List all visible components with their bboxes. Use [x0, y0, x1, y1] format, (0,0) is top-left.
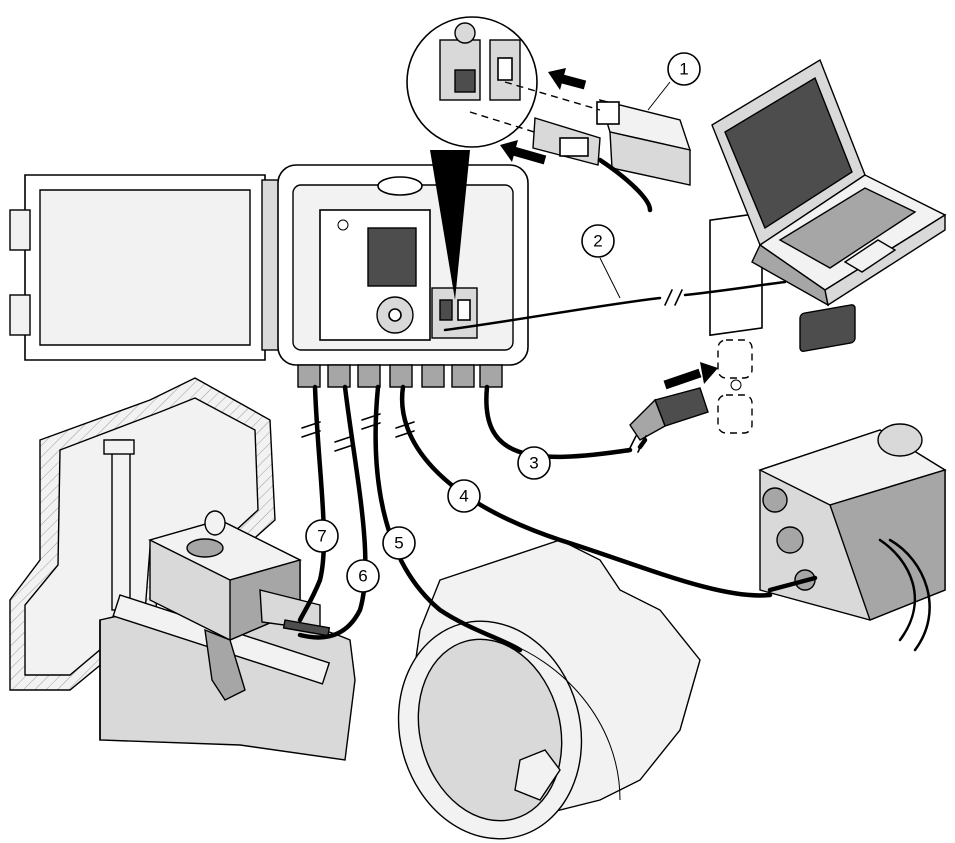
callout-7-label: 7 [317, 527, 326, 546]
callout-6-label: 6 [358, 567, 367, 586]
callout-4: 4 [447, 479, 481, 513]
power-plug-icon [629, 387, 709, 441]
cable-breaks [301, 289, 683, 453]
callout-2-label: 2 [593, 232, 602, 251]
callout-5-label: 5 [394, 534, 403, 553]
cables [297, 157, 818, 653]
callout-1: 1 [647, 52, 701, 111]
callout-3: 3 [517, 446, 551, 480]
pipe-icon [397, 539, 701, 840]
manhole-wall [9, 377, 276, 691]
callout-1-label: 1 [679, 60, 688, 79]
laptop-icon [711, 58, 947, 307]
usb-guide-line [504, 81, 601, 111]
callout-2: 2 [581, 224, 621, 299]
callout-4-label: 4 [459, 487, 468, 506]
arrow-icon [663, 368, 702, 390]
flume-sensor-icon [103, 439, 331, 701]
usb-drive-icon [596, 99, 692, 186]
usb-port-detail [406, 16, 538, 300]
arrow-icon [500, 140, 518, 162]
callout-6: 6 [346, 559, 380, 593]
sampler-icon [758, 304, 947, 652]
arrow-icon [700, 362, 718, 384]
callout-5: 5 [382, 526, 416, 560]
callout-7: 7 [305, 519, 339, 553]
arrow-icon [548, 68, 566, 90]
arrow-icon [508, 145, 547, 165]
wall-outlet-icon [709, 211, 763, 434]
usb-plug [532, 117, 601, 166]
callout-3-label: 3 [529, 454, 538, 473]
